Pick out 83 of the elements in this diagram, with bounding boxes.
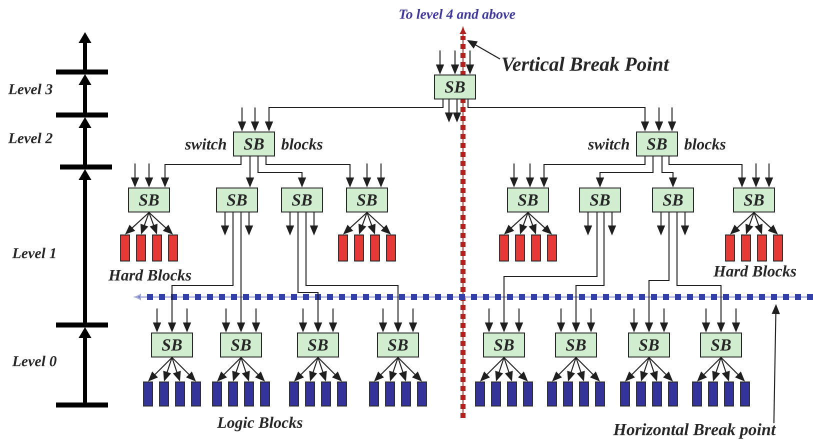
logic-block [724, 382, 734, 406]
hard-block [515, 234, 525, 262]
direction-note: To level 4 and above [398, 8, 516, 20]
logic-block [175, 382, 185, 406]
switch-block: SB [281, 188, 323, 212]
logic-block [595, 382, 605, 406]
hard-block [773, 234, 783, 262]
switch-block: SB [628, 332, 670, 358]
switch-block: SB [216, 188, 258, 212]
hard-block [547, 234, 557, 262]
switch-block: SB [377, 332, 419, 358]
hard-block [386, 234, 396, 262]
switch-block: SB [700, 332, 742, 358]
switch-block: SB [151, 332, 193, 358]
hard-block [354, 234, 364, 262]
hard-block [757, 234, 767, 262]
hard-block [725, 234, 735, 262]
callout-text: Vertical Break Point [502, 56, 670, 72]
logic-block [385, 382, 395, 406]
block-group-label: Hard Blocks [108, 269, 192, 281]
logic-block [143, 382, 153, 406]
logic-block [708, 382, 718, 406]
logic-block [228, 382, 238, 406]
switch-block: SB [652, 188, 694, 212]
level-label: Level 2 [8, 132, 52, 144]
logic-block [491, 382, 501, 406]
logic-block [401, 382, 411, 406]
level-label: Level 1 [12, 248, 56, 258]
logic-block [321, 382, 331, 406]
switch-block: SB [297, 332, 339, 358]
logic-block [563, 382, 573, 406]
logic-block [507, 382, 517, 406]
logic-block [305, 382, 315, 406]
side-label: switch [184, 138, 226, 150]
switch-block: SB [733, 188, 775, 212]
switch-block: SB [434, 74, 476, 100]
side-label: blocks [684, 138, 726, 150]
logic-block [289, 382, 299, 406]
hard-block [136, 234, 146, 262]
logic-block [260, 382, 270, 406]
side-label: blocks [281, 138, 322, 150]
hard-block [741, 234, 751, 262]
hard-block [370, 234, 380, 262]
switch-block: SB [128, 188, 170, 212]
logic-block [191, 382, 201, 406]
block-group-label: Logic Blocks [217, 416, 302, 432]
hard-block [338, 234, 348, 262]
logic-block [523, 382, 533, 406]
hard-block [531, 234, 541, 262]
hard-block [499, 234, 509, 262]
switch-block: SB [636, 132, 678, 156]
level-label: Level 3 [8, 84, 52, 94]
logic-block [212, 382, 222, 406]
hard-block [168, 234, 178, 262]
logic-block [652, 382, 662, 406]
logic-block [244, 382, 254, 406]
logic-block [636, 382, 646, 406]
hard-block [152, 234, 162, 262]
logic-block [337, 382, 347, 406]
logic-block [692, 382, 702, 406]
callout-text: Horizontal Break point [613, 423, 776, 439]
arrow [240, 357, 265, 382]
switch-block: SB [220, 332, 262, 358]
switch-block: SB [483, 332, 525, 358]
logic-block [579, 382, 589, 406]
arrow [172, 357, 196, 382]
switch-block: SB [555, 332, 597, 358]
level-label: Level 0 [12, 356, 56, 366]
logic-block [159, 382, 169, 406]
logic-block [547, 382, 557, 406]
switch-block: SB [507, 188, 549, 212]
logic-block [475, 382, 485, 406]
switch-block: SB [579, 188, 621, 212]
logic-block [740, 382, 750, 406]
block-group-label: Hard Blocks [713, 265, 796, 277]
switch-block: SB [233, 132, 275, 156]
logic-block [620, 382, 630, 406]
hard-block [120, 234, 130, 262]
switch-block: SB [346, 188, 388, 212]
logic-block [369, 382, 379, 406]
side-label: switch [588, 138, 629, 150]
logic-block [417, 382, 427, 406]
logic-block [668, 382, 678, 406]
